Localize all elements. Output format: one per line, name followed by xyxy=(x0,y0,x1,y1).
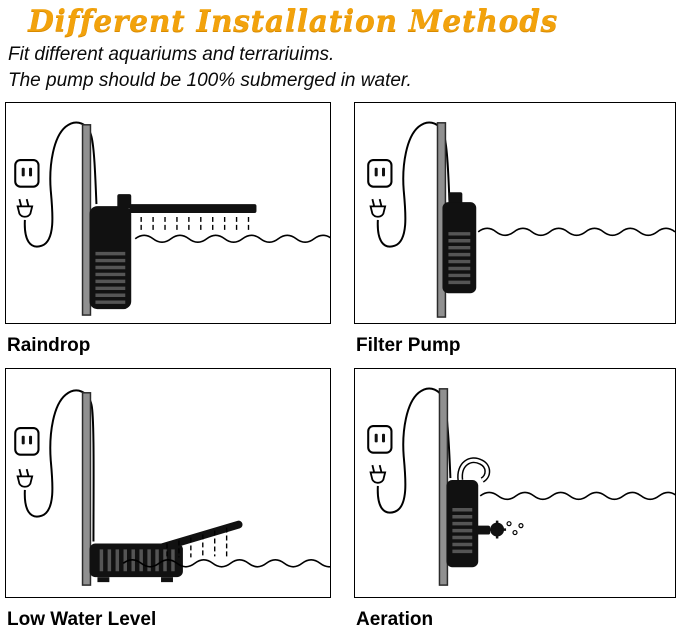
bubble xyxy=(512,529,518,536)
installation-methods-grid: Raindrop Filter Pump xyxy=(0,102,679,630)
subtitle-line-1: Fit different aquariums and terrariuims. xyxy=(8,44,335,65)
pump-grille xyxy=(452,508,473,554)
mounting-tube xyxy=(438,388,449,586)
bubble xyxy=(506,521,512,527)
raindrop-diagram xyxy=(14,121,330,316)
pump-grille xyxy=(448,232,471,285)
water-surface xyxy=(477,227,675,237)
wall-outlet-icon xyxy=(14,426,40,456)
panel-aeration xyxy=(354,368,676,598)
water-surface xyxy=(134,234,330,244)
spray-bar xyxy=(129,204,257,213)
mounting-tube xyxy=(81,124,92,316)
power-cord xyxy=(23,389,95,542)
power-plug-icon xyxy=(16,198,34,218)
pump-grille xyxy=(95,251,126,304)
subtitle-line-2: The pump should be 100% submerged in wat… xyxy=(8,70,412,91)
water-surface xyxy=(479,491,675,501)
power-cord xyxy=(23,121,98,248)
low-water-level-diagram xyxy=(14,389,330,586)
air-intake-tube xyxy=(458,458,489,482)
power-plug-icon xyxy=(369,464,387,484)
filter-pump-diagram xyxy=(367,121,675,318)
raindrops xyxy=(166,527,228,558)
page-title: Different Installation Methods xyxy=(28,4,558,39)
aeration-diagram xyxy=(367,387,675,586)
aeration-nozzle xyxy=(476,525,491,535)
impeller-blades xyxy=(488,520,507,539)
raindrops xyxy=(140,216,250,232)
header: Different Installation Methods Fit diffe… xyxy=(0,0,679,94)
panel-filter-pump xyxy=(354,102,676,324)
power-plug-icon xyxy=(16,468,34,488)
wall-outlet-icon xyxy=(14,158,40,188)
water-surface xyxy=(122,559,330,568)
panel-raindrop xyxy=(5,102,331,324)
label-raindrop: Raindrop xyxy=(7,335,91,356)
outlet-elbow xyxy=(117,194,132,209)
panel-low-water-level xyxy=(5,368,331,598)
pump-foot xyxy=(161,577,173,583)
label-filter-pump: Filter Pump xyxy=(356,335,461,356)
mounting-tube xyxy=(81,392,92,586)
wall-outlet-icon xyxy=(367,158,393,188)
pump-body xyxy=(89,206,132,310)
wall-outlet-icon xyxy=(367,425,393,454)
bubble xyxy=(518,523,524,529)
pump-foot xyxy=(97,577,110,583)
outlet-nozzle xyxy=(448,192,463,205)
power-plug-icon xyxy=(369,198,387,218)
label-aeration: Aeration xyxy=(356,609,434,630)
label-low-water-level: Low Water Level xyxy=(7,609,157,630)
